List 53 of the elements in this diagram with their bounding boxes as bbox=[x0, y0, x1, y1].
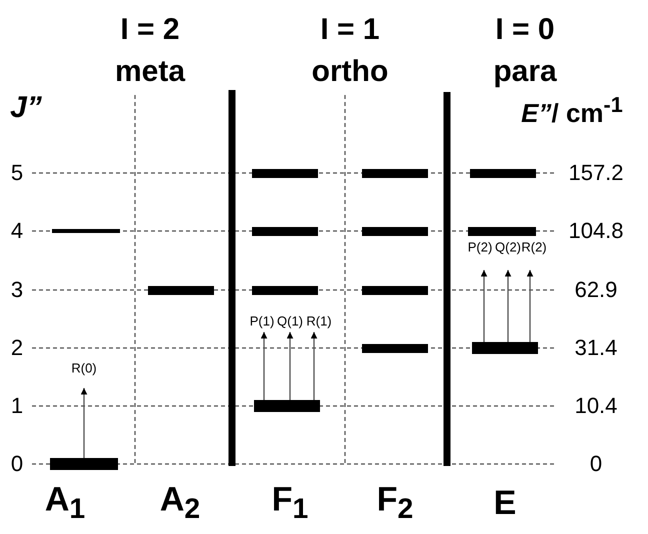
axis-title: J” bbox=[10, 93, 42, 123]
level-number: 2 bbox=[10, 337, 24, 359]
spin-heading: I = 2 bbox=[120, 15, 180, 45]
edge-label: R(1) bbox=[306, 314, 332, 328]
energy-level-bar bbox=[362, 168, 428, 178]
transition-arrow bbox=[80, 388, 88, 458]
energy-level-bar bbox=[472, 342, 538, 354]
energy-value: 62.9 bbox=[574, 279, 618, 301]
energy-level-bar bbox=[252, 286, 318, 294]
symmetry-label: E bbox=[494, 486, 516, 520]
energy-level-bar bbox=[362, 286, 428, 294]
symmetry-label: A$_{1}$ bbox=[44, 482, 86, 524]
symmetry-heading: para bbox=[493, 57, 557, 87]
energy-level-bar bbox=[362, 226, 428, 236]
energy-level-bar bbox=[52, 229, 120, 233]
energy-level-bar bbox=[148, 286, 214, 294]
energy-level-bar bbox=[50, 458, 118, 470]
transition-arrow bbox=[310, 332, 318, 400]
edge-label: R(0) bbox=[71, 362, 97, 374]
edge-label: Q(1) bbox=[277, 314, 303, 328]
symmetry-label: F$_{2}$ bbox=[376, 482, 414, 524]
transition-arrow bbox=[504, 270, 512, 342]
energy-level-bar bbox=[252, 168, 318, 178]
energy-level-bar bbox=[468, 226, 536, 236]
level-number: 0 bbox=[10, 453, 24, 475]
symmetry-heading: meta bbox=[114, 57, 186, 87]
edge-label: P(2) bbox=[468, 240, 492, 254]
edge-label: P(1) bbox=[250, 314, 274, 328]
spin-heading: I = 0 bbox=[495, 15, 555, 45]
level-number: 1 bbox=[10, 395, 24, 417]
energy-level-bar bbox=[470, 168, 536, 178]
level-number: 3 bbox=[10, 279, 24, 301]
transition-arrow bbox=[286, 332, 294, 400]
symmetry-label: A$_{2}$ bbox=[160, 482, 200, 524]
transition-arrow bbox=[480, 270, 488, 342]
transition-arrow bbox=[260, 332, 268, 400]
energy-level-bar bbox=[252, 226, 318, 236]
transition-arrow bbox=[526, 270, 534, 342]
energy-value: 0 bbox=[590, 453, 602, 475]
energy-level-bar bbox=[254, 400, 320, 412]
edge-label: R(2) bbox=[521, 240, 547, 254]
level-number: 4 bbox=[10, 220, 24, 242]
symmetry-heading: ortho bbox=[312, 57, 388, 87]
edge-label: Q(2) bbox=[495, 240, 521, 254]
energy-value: 31.4 bbox=[574, 337, 618, 359]
level-number: 5 bbox=[10, 162, 24, 184]
energy-value: 10.4 bbox=[574, 395, 618, 417]
energy-value: 157.2 bbox=[568, 162, 624, 184]
spin-heading: I = 1 bbox=[320, 15, 380, 45]
axis-title: E”/ cm$^{-1}$ bbox=[521, 94, 623, 126]
energy-value: 104.8 bbox=[568, 220, 624, 242]
energy-level-bar bbox=[362, 344, 428, 352]
symmetry-label: F$_{1}$ bbox=[272, 482, 308, 524]
